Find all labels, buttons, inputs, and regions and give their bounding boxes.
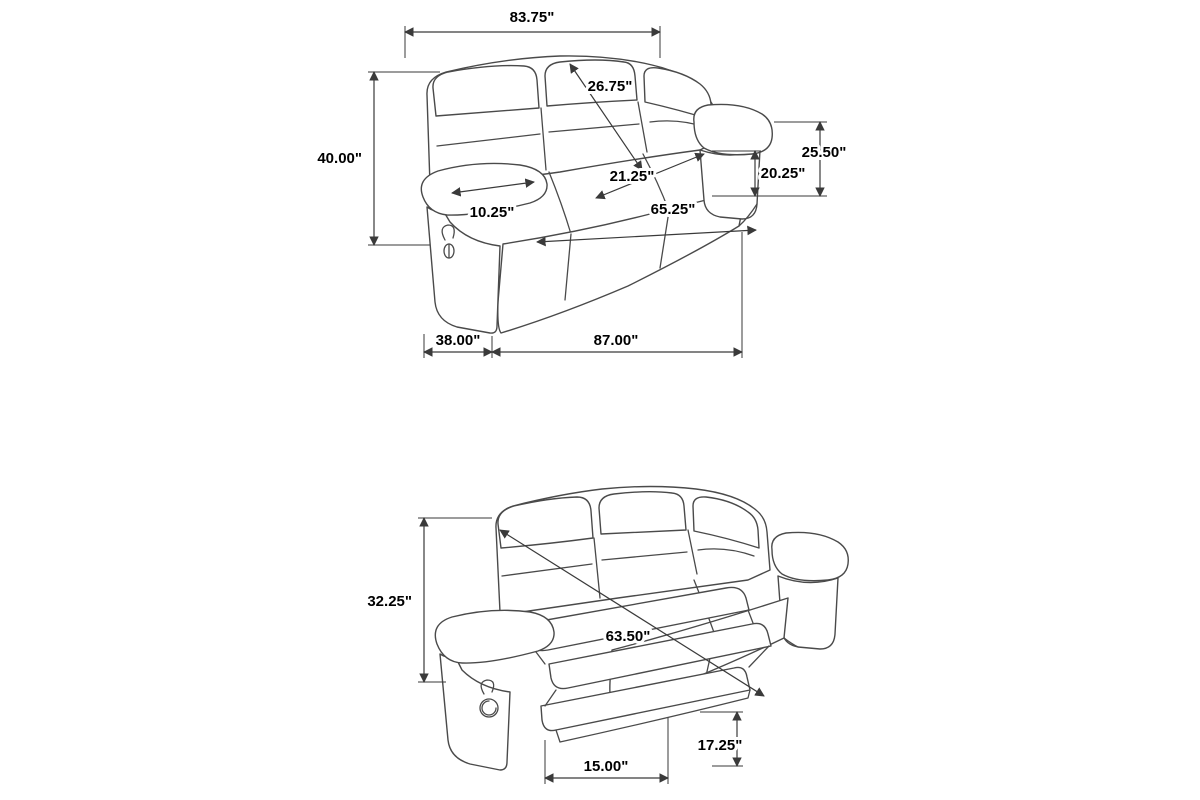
dim-arm-height-label: 25.50" (802, 144, 847, 161)
dims-upright: 83.75" 40.00" 26.75" 21.25" 10.25" 65.25… (314, 6, 849, 358)
dim-arm-width: 10.25" (451, 178, 535, 224)
dim-arrow-line (536, 225, 757, 247)
dim-reclined-length-label: 63.50" (606, 628, 651, 645)
sofa-upright-right-arm-body (699, 149, 761, 220)
dim-overall-depth-label: 38.00" (436, 332, 481, 349)
dim-footrest-depth: 15.00" (544, 718, 669, 784)
recline-handle-icon (441, 224, 455, 259)
sofa-upright-right-arm-base (738, 203, 758, 227)
dim-overall-width-label: 83.75" (510, 9, 555, 26)
recline-handle-ring (479, 698, 499, 718)
dim-base-width: 87.00" (491, 232, 743, 358)
dim-arrow-line (595, 152, 705, 200)
dim-reclined-length: 63.50" (499, 529, 765, 697)
sofa-upright-tuft-1 (436, 133, 541, 147)
dim-arrow-line (569, 63, 643, 171)
dim-seat-height: 20.25" (712, 150, 808, 197)
sofa-reclined-right-arm-body (777, 575, 839, 650)
sofa-reclined-left-arm-body (439, 653, 511, 771)
dim-seat-width: 65.25" (536, 198, 757, 247)
sofa-reclined-headrest-1 (497, 496, 594, 549)
dim-back-height-label: 26.75" (588, 78, 633, 95)
recline-handle-icon (479, 679, 499, 718)
dim-seat-width-label: 65.25" (651, 201, 696, 218)
sofa-upright-right-arm-pillow (693, 103, 773, 156)
dim-overall-height: 40.00" (314, 71, 440, 246)
dim-overall-width: 83.75" (404, 6, 661, 58)
sofa-reclined-right-arm-pillow (771, 531, 849, 582)
dim-arrow-line (499, 529, 765, 697)
sofa-upright-drawing (420, 55, 773, 334)
sofa-reclined-arm-base-join (783, 637, 799, 648)
dim-seat-height-label: 20.25" (761, 165, 806, 182)
recliner-foot-panel-edge (555, 689, 751, 743)
sofa-upright-back-seam-1 (540, 107, 547, 171)
dim-seat-depth-label: 21.25" (610, 168, 655, 185)
dim-back-height: 26.75" (569, 63, 643, 171)
dim-footrest-depth-label: 15.00" (584, 758, 629, 775)
sofa-upright-headrest-1 (432, 64, 540, 117)
sofa-reclined-headrest-2 (598, 491, 687, 535)
dim-overall-depth: 38.00" (423, 329, 493, 358)
recline-handle-spiral (481, 700, 497, 716)
sofa-reclined-left-arm-pillow (434, 609, 555, 664)
sofa-upright-headrest-3 (643, 66, 713, 121)
sofa-upright-left-arm-body (426, 206, 501, 334)
dims-reclined: 32.25" 63.50" 17.25" 15.00" (364, 517, 765, 784)
dim-ext-line (404, 26, 661, 58)
dim-overall-height-label: 40.00" (317, 150, 362, 167)
dim-footrest-height: 17.25" (695, 711, 745, 767)
dim-seat-depth: 21.25" (595, 152, 705, 200)
dim-arm-height: 25.50" (712, 121, 849, 197)
recline-handle-lever (441, 224, 455, 241)
dim-arm-width-label: 10.25" (470, 204, 515, 221)
recline-handle-lever (480, 679, 495, 695)
dim-arrow-line (451, 178, 535, 197)
dim-reclined-back-height: 32.25" (364, 517, 492, 683)
dim-base-width-label: 87.00" (594, 332, 639, 349)
dim-footrest-height-label: 17.25" (698, 737, 743, 754)
sofa-upright-seat-seam-1 (548, 171, 572, 235)
dim-reclined-back-height-label: 32.25" (367, 593, 412, 610)
